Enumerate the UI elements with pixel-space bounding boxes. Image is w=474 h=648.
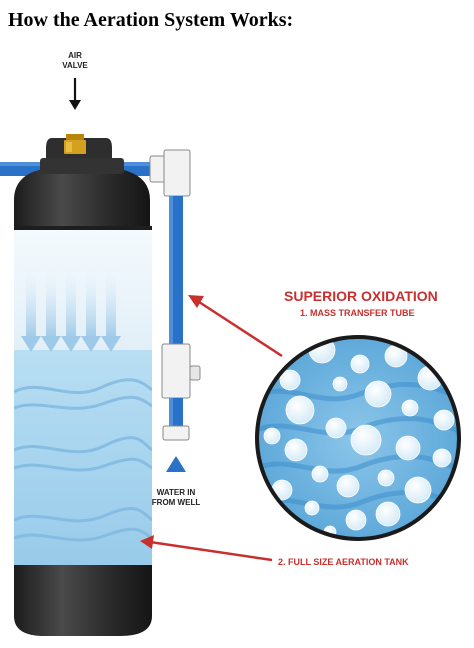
air-valve-fitting <box>64 134 86 154</box>
tube-pointer-arrow <box>188 295 283 358</box>
label-mass-transfer-tube: 1. MASS TRANSFER TUBE <box>300 308 415 318</box>
air-valve-arrow <box>69 78 81 110</box>
aeration-tank <box>14 138 152 636</box>
page-title: How the Aeration System Works: <box>8 9 294 31</box>
magnified-view <box>255 335 461 541</box>
oxidation-heading: SUPERIOR OXIDATION 1. MASS TRANSFER TUBE <box>284 288 438 318</box>
heading-superior-oxidation: SUPERIOR OXIDATION <box>284 288 438 304</box>
label-full-size-aeration-tank: 2. FULL SIZE AERATION TANK <box>278 557 409 567</box>
water-in-indicator: WATER IN FROM WELL <box>152 456 201 507</box>
tank-pointer-arrow <box>140 535 273 562</box>
water-in-label-line2: FROM WELL <box>152 498 201 507</box>
water-in-label-line1: WATER IN <box>157 488 196 497</box>
air-valve-label-line1: AIR <box>68 51 82 60</box>
air-valve-label: AIR VALVE <box>62 51 88 70</box>
air-valve-label-line2: VALVE <box>62 61 88 70</box>
air-flow-arrows <box>21 256 121 352</box>
mass-transfer-tube <box>161 196 201 441</box>
up-triangle-icon <box>166 456 186 472</box>
